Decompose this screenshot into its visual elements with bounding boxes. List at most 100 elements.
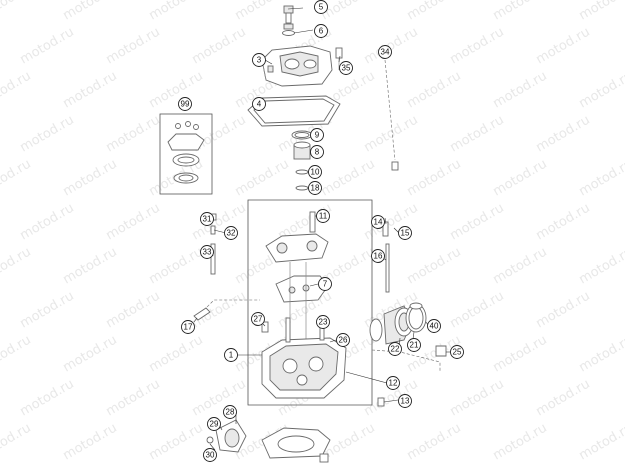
- svg-text:35: 35: [342, 64, 351, 73]
- svg-text:18: 18: [311, 184, 320, 193]
- watermark-text: motod.ru: [18, 377, 77, 420]
- watermark-text: motod.ru: [190, 201, 249, 244]
- callout-4: 4: [252, 97, 266, 111]
- watermark-text: motod.ru: [319, 157, 378, 200]
- watermark-text: motod.ru: [491, 157, 550, 200]
- callout-25: 25: [450, 345, 464, 359]
- watermark-text: motod.ru: [61, 245, 120, 288]
- callout-18: 18: [308, 181, 322, 195]
- callout-16: 16: [371, 249, 385, 263]
- watermark-text: motod.ru: [18, 113, 77, 156]
- watermark-text: motod.ru: [577, 0, 625, 23]
- svg-text:7: 7: [323, 280, 328, 289]
- cylinder-head-box: [247, 199, 373, 406]
- callout-21: 21: [407, 338, 421, 352]
- svg-text:10: 10: [311, 168, 320, 177]
- watermark-text: motod.ru: [534, 201, 593, 244]
- callout-31: 31: [200, 212, 214, 226]
- callout-11: 11: [316, 209, 330, 223]
- svg-text:21: 21: [410, 341, 419, 350]
- watermark-text: motod.ru: [534, 377, 593, 420]
- watermark-text: motod.ru: [577, 421, 625, 464]
- callout-32: 32: [224, 226, 238, 240]
- svg-text:5: 5: [319, 3, 324, 12]
- watermark-text: motod.ru: [362, 25, 421, 68]
- callout-29: 29: [207, 417, 221, 431]
- svg-text:30: 30: [206, 451, 215, 460]
- svg-text:13: 13: [401, 397, 410, 406]
- watermark-text: motod.ru: [491, 333, 550, 376]
- watermark-text: motod.ru: [147, 333, 206, 376]
- watermark-text: motod.ru: [577, 333, 625, 376]
- watermark-text: motod.ru: [448, 289, 507, 332]
- callout-6: 6: [314, 24, 328, 38]
- svg-text:11: 11: [319, 212, 328, 221]
- svg-text:26: 26: [339, 336, 348, 345]
- watermark-text: motod.ru: [0, 421, 34, 464]
- callout-22: 22: [388, 342, 402, 356]
- watermark-text: motod.ru: [0, 0, 34, 23]
- svg-text:12: 12: [389, 379, 398, 388]
- callout-33: 33: [200, 245, 214, 259]
- camshaft-bearing-cap: [265, 211, 329, 263]
- watermark-text: motod.ru: [534, 113, 593, 156]
- svg-text:17: 17: [184, 323, 193, 332]
- watermark-text: motod.ru: [534, 289, 593, 332]
- exhaust-gasket: [261, 427, 331, 459]
- watermark-text: motod.ru: [577, 245, 625, 288]
- watermark-text: motod.ru: [190, 25, 249, 68]
- watermark-text: motod.ru: [362, 113, 421, 156]
- exhaust-flange: [206, 419, 247, 453]
- svg-text:16: 16: [374, 252, 383, 261]
- callout-1: 1: [224, 348, 238, 362]
- watermark-text: motod.ru: [147, 245, 206, 288]
- callout-7: 7: [318, 277, 332, 291]
- svg-text:34: 34: [381, 48, 390, 57]
- watermark-text: motod.ru: [405, 421, 464, 464]
- watermark-text: motod.ru: [147, 69, 206, 112]
- intake-hose: [371, 345, 447, 372]
- watermark-text: motod.ru: [405, 157, 464, 200]
- watermark-text: motod.ru: [147, 421, 206, 464]
- watermark-text: motod.ru: [0, 157, 34, 200]
- breather-fitting: [335, 47, 399, 171]
- watermark-text: motod.ru: [0, 69, 34, 112]
- watermark-text: motod.ru: [448, 201, 507, 244]
- svg-text:15: 15: [401, 229, 410, 238]
- callout-28: 28: [223, 405, 237, 419]
- svg-text:40: 40: [430, 322, 439, 331]
- watermark-text: motod.ru: [405, 0, 464, 23]
- intake-boot: [369, 302, 427, 345]
- watermark-text: motod.ru: [233, 0, 292, 23]
- svg-text:28: 28: [226, 408, 235, 417]
- svg-text:23: 23: [319, 318, 328, 327]
- svg-text:4: 4: [257, 100, 262, 109]
- watermark-text: motod.ru: [577, 69, 625, 112]
- watermark-text: motod.ru: [18, 201, 77, 244]
- svg-text:6: 6: [319, 27, 324, 36]
- watermark-text: motod.ru: [61, 333, 120, 376]
- callout-40: 40: [427, 319, 441, 333]
- callout-99: 99: [178, 97, 192, 111]
- callout-12: 12: [386, 376, 400, 390]
- watermark-text: motod.ru: [18, 289, 77, 332]
- callout-17: 17: [181, 320, 195, 334]
- watermark-text: motod.ru: [319, 0, 378, 23]
- callout-9: 9: [310, 128, 324, 142]
- watermark-text: motod.ru: [233, 157, 292, 200]
- gasket-kit-box: [159, 113, 213, 195]
- callout-10: 10: [308, 165, 322, 179]
- svg-text:9: 9: [315, 131, 320, 140]
- cylinder-head: [261, 315, 347, 399]
- svg-text:22: 22: [391, 345, 400, 354]
- callout-35: 35: [339, 61, 353, 75]
- svg-text:32: 32: [227, 229, 236, 238]
- callout-5: 5: [314, 0, 328, 14]
- watermark-text: motod.ru: [18, 25, 77, 68]
- watermark-text: motod.ru: [61, 0, 120, 23]
- valve-cover-nuts: [282, 5, 295, 36]
- svg-text:25: 25: [453, 348, 462, 357]
- watermark-text: motod.ru: [448, 377, 507, 420]
- callout-27: 27: [251, 312, 265, 326]
- svg-text:14: 14: [374, 218, 383, 227]
